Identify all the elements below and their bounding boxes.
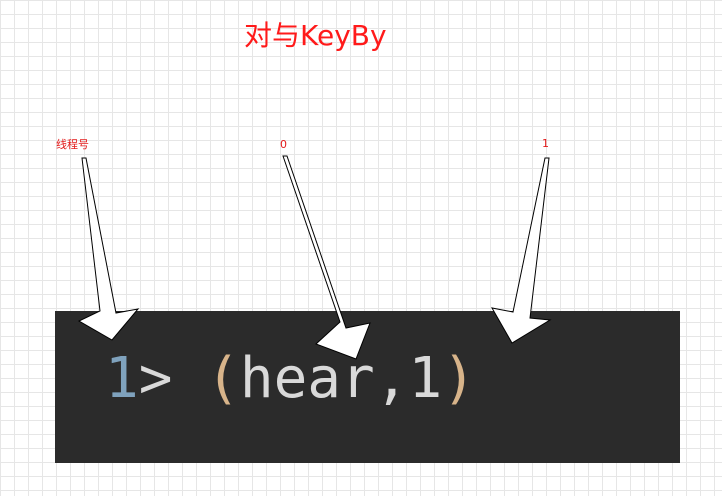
console-output-panel: 1> (hear,1) xyxy=(55,311,680,463)
tuple-body-token: hear,1 xyxy=(239,346,443,411)
close-paren-token: ) xyxy=(442,346,476,411)
thread-number-label: 线程号 xyxy=(56,138,89,151)
thread-arrow-icon xyxy=(77,157,140,341)
diagram-title: 对与KeyBy xyxy=(244,19,387,52)
open-paren-token: ( xyxy=(206,346,240,411)
zero-label: 0 xyxy=(280,138,287,151)
console-output-line: 1> (hear,1) xyxy=(105,351,476,407)
zero-arrow-icon xyxy=(282,155,371,360)
thread-id-token: 1 xyxy=(105,346,139,411)
one-label: 1 xyxy=(542,137,549,150)
one-arrow-icon xyxy=(491,157,552,344)
prompt-token: > xyxy=(138,346,173,411)
